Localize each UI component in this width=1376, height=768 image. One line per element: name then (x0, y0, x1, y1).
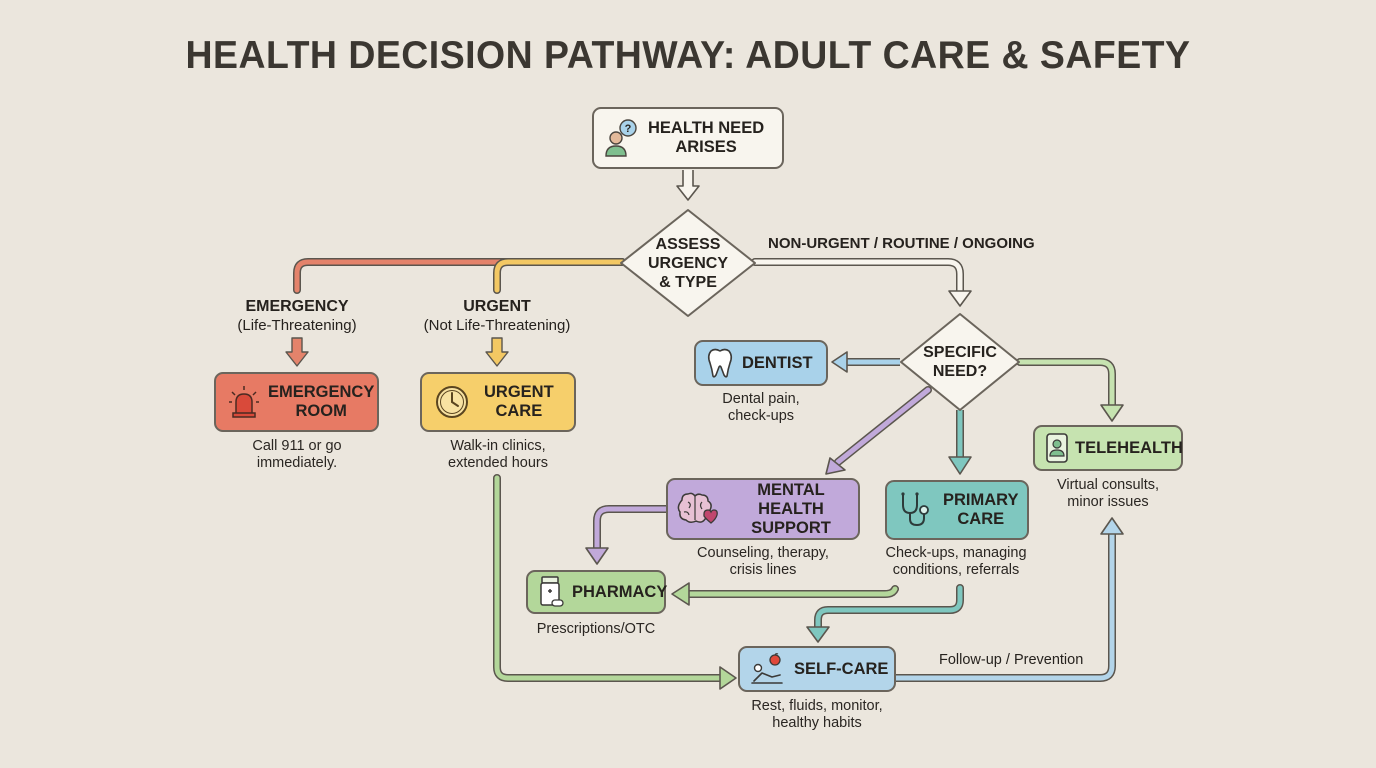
siren-icon (228, 384, 260, 420)
branch-urgent: URGENT (Not Life-Threatening) (407, 297, 587, 335)
node-emergency-room-label: EMERGENCY ROOM (268, 383, 375, 420)
node-primary-care-label: PRIMARY CARE (943, 491, 1019, 528)
edge-primary-care-to-self-care (806, 584, 964, 643)
node-self-care-label: SELF-CARE (794, 659, 889, 678)
edge-mental-health-to-pharmacy (585, 505, 670, 565)
branch-emergency-title: EMERGENCY (245, 298, 349, 315)
arrow-to-emergency-room (285, 337, 309, 367)
node-dentist: DENTIST (694, 340, 828, 386)
branch-emergency-sub: (Life-Threatening) (237, 317, 357, 334)
caption-telehealth: Virtual consults, minor issues (1056, 477, 1160, 510)
label-follow-up: Follow-up / Prevention (939, 652, 1084, 668)
caption-urgent-care: Walk-in clinics, extended hours (448, 438, 548, 471)
branch-emergency: EMERGENCY (Life-Threatening) (207, 297, 387, 335)
decision-specific-need-label: SPECIFIC NEED? (923, 344, 997, 380)
edge-assess-to-specific (751, 258, 972, 307)
caption-emergency-room: Call 911 or go immediately. (252, 438, 342, 471)
edge-self-care-to-telehealth (892, 517, 1124, 682)
caption-mental-health: Counseling, therapy, crisis lines (697, 545, 829, 578)
node-pharmacy: PHARMACY (526, 570, 668, 614)
edge-specific-to-telehealth (1016, 358, 1124, 422)
node-pharmacy-label: PHARMACY (572, 582, 668, 601)
caption-self-care: Rest, fluids, monitor, healthy habits (751, 698, 883, 731)
edge-specific-to-primary-care (948, 410, 972, 475)
svg-text:?: ? (625, 123, 632, 135)
edge-urgent-care-to-self-care (493, 474, 737, 690)
node-self-care: SELF-CARE (738, 646, 896, 692)
arrow-to-urgent-care (485, 337, 509, 367)
tooth-icon (706, 347, 734, 379)
stethoscope-icon (897, 491, 931, 529)
node-health-need-label: HEALTH NEED ARISES (648, 119, 765, 156)
node-mental-health: MENTAL HEALTH SUPPORT (666, 478, 860, 540)
pill-bottle-icon (538, 575, 564, 609)
node-telehealth-label: TELEHEALTH (1075, 438, 1183, 457)
node-primary-care: PRIMARY CARE (885, 480, 1029, 540)
edge-start-to-assess (676, 170, 700, 201)
node-health-need: ? HEALTH NEED ARISES (592, 107, 784, 169)
node-mental-health-label: MENTAL HEALTH SUPPORT (751, 480, 831, 537)
person-question-icon: ? (604, 118, 638, 158)
clock-icon (434, 384, 470, 420)
edge-assess-to-urgent (493, 258, 626, 294)
branch-urgent-sub: (Not Life-Threatening) (423, 317, 571, 334)
label-non-urgent: NON-URGENT / ROUTINE / ONGOING (768, 235, 1035, 252)
edge-specific-to-dentist (831, 351, 900, 373)
decision-assess-urgency: ASSESS URGENCY & TYPE (619, 208, 757, 318)
edge-specific-to-mental-health (825, 386, 932, 475)
brain-heart-icon (674, 490, 718, 528)
node-urgent-care: URGENT CARE (420, 372, 576, 432)
edge-primary-care-to-pharmacy (671, 582, 899, 606)
node-dentist-label: DENTIST (742, 353, 813, 372)
caption-primary-care: Check-ups, managing conditions, referral… (885, 545, 1027, 578)
resting-person-icon (750, 653, 784, 685)
node-emergency-room: EMERGENCY ROOM (214, 372, 379, 432)
node-urgent-care-label: URGENT CARE (484, 383, 554, 420)
caption-dentist: Dental pain, check-ups (722, 391, 800, 424)
edge-assess-to-emergency (293, 258, 626, 294)
caption-pharmacy: Prescriptions/OTC (536, 621, 656, 637)
branch-urgent-title: URGENT (463, 298, 531, 315)
node-telehealth: TELEHEALTH (1033, 425, 1183, 471)
tablet-doctor-icon (1045, 432, 1069, 464)
decision-assess-label: ASSESS URGENCY & TYPE (647, 235, 728, 291)
page-title: HEALTH DECISION PATHWAY: ADULT CARE & SA… (185, 34, 1191, 77)
decision-specific-need: SPECIFIC NEED? (899, 312, 1021, 412)
